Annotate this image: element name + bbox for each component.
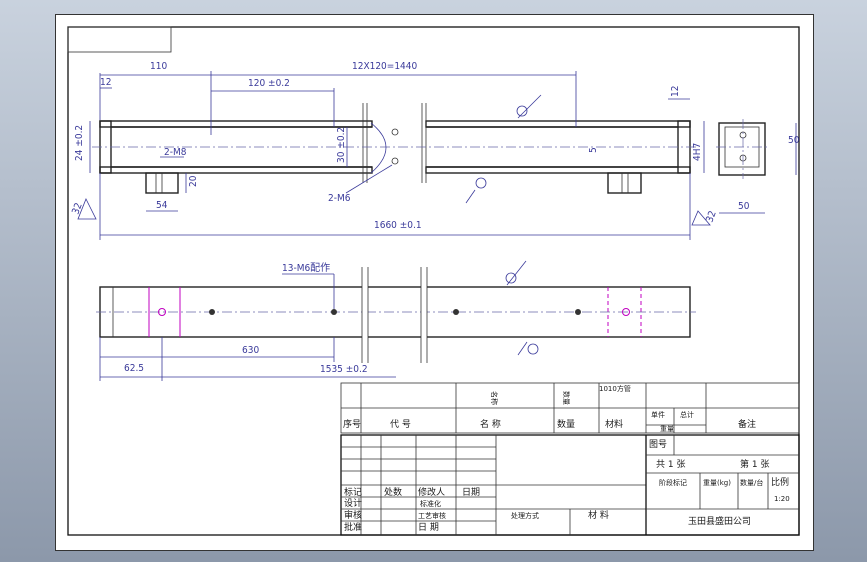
- tb-design: 设计: [344, 497, 362, 509]
- tb-weight: 重量(kg): [703, 479, 731, 487]
- header-material: 材料: [605, 418, 623, 430]
- tb-company: 玉田县盛田公司: [688, 515, 751, 527]
- technical-drawing: 110 12X120=1440 12 120 ±0.2 24 ±0.2 30 ±…: [67, 26, 800, 536]
- tb-treatment: 处理方式: [511, 511, 539, 520]
- dim-30: 30 ±0.2: [336, 127, 347, 163]
- dim-50-vert: 50: [788, 135, 800, 146]
- corner-box: [67, 26, 172, 53]
- tb-process: 工艺审核: [418, 511, 446, 520]
- header-seq: 序号: [343, 418, 361, 430]
- parts-list: 序号 代 号 名 称 数量 材料 单件 总计 重量 备注 名称 数量 1010方…: [340, 382, 800, 434]
- tb-std: 标准化: [420, 499, 441, 508]
- dim-2m8: 2-M8: [164, 147, 187, 158]
- tb-check: 审核: [344, 509, 362, 521]
- tb-material: 材 料: [588, 509, 609, 521]
- upper-qty: 数量: [562, 391, 571, 405]
- top-dimensions: 13-M6配作 630 62.5 1535 ±0.2: [99, 262, 396, 381]
- tb-date2: 日 期: [418, 522, 439, 533]
- dim-32-right: 32: [704, 210, 718, 225]
- tb-sheets-total: 共 1 张: [656, 459, 685, 470]
- side-view: 50 50: [716, 119, 800, 214]
- header-code: 代 号: [390, 419, 411, 430]
- dim-24: 24 ±0.2: [74, 125, 85, 161]
- tb-qty-per: 数量/台: [740, 478, 763, 487]
- tb-stage: 阶段标记: [659, 478, 687, 487]
- tb-approve: 批准: [344, 521, 362, 533]
- title-block: 标记 处数 修改人 日期 设计 标准化 审核 工艺审核 批准 日 期 处理方式 …: [340, 434, 800, 536]
- header-total: 总计: [680, 410, 694, 419]
- dim-5: 5: [588, 147, 599, 153]
- tb-scale-value: 1:20: [774, 495, 790, 503]
- dim-12-right: 12: [670, 86, 681, 97]
- header-unit: 单件: [651, 410, 665, 419]
- tb-drawing-no: 图号: [649, 439, 667, 450]
- header-remarks: 备注: [738, 418, 756, 430]
- tb-sheet-no: 第 1 张: [740, 458, 769, 470]
- dim-32-left: 32: [70, 202, 84, 217]
- dim-2m6: 2-M6: [328, 193, 351, 204]
- dim-1440: 12X120=1440: [352, 61, 417, 72]
- dim-50-horiz: 50: [738, 201, 750, 212]
- front-dimensions: 110 12X120=1440 12 120 ±0.2 24 ±0.2 30 ±…: [70, 61, 719, 240]
- header-qty: 数量: [557, 418, 575, 430]
- dim-54: 54: [156, 200, 168, 211]
- tb-scale-label: 比例: [771, 476, 789, 488]
- upper-material: 1010方管: [599, 384, 631, 393]
- top-view: [96, 260, 696, 363]
- header-weight: 重量: [660, 425, 674, 433]
- dim-110: 110: [150, 61, 167, 72]
- tb-count: 处数: [384, 486, 402, 498]
- dim-20: 20: [188, 175, 199, 187]
- dim-1535: 1535 ±0.2: [320, 364, 368, 375]
- dim-12-left: 12: [100, 77, 111, 88]
- dim-62-5: 62.5: [124, 363, 144, 374]
- dim-13m6: 13-M6配作: [282, 262, 330, 274]
- dim-4h7: 4H7: [692, 143, 703, 161]
- tb-mark: 标记: [344, 486, 362, 498]
- dim-630: 630: [242, 345, 259, 356]
- tb-date: 日期: [462, 487, 480, 498]
- upper-name: 名称: [490, 391, 499, 405]
- tb-change: 修改人: [418, 486, 445, 498]
- dim-120: 120 ±0.2: [248, 78, 290, 89]
- header-name: 名 称: [480, 418, 501, 430]
- drawing-sheet: 110 12X120=1440 12 120 ±0.2 24 ±0.2 30 ±…: [55, 14, 814, 551]
- front-view: [92, 94, 698, 204]
- dim-1660: 1660 ±0.1: [374, 220, 422, 231]
